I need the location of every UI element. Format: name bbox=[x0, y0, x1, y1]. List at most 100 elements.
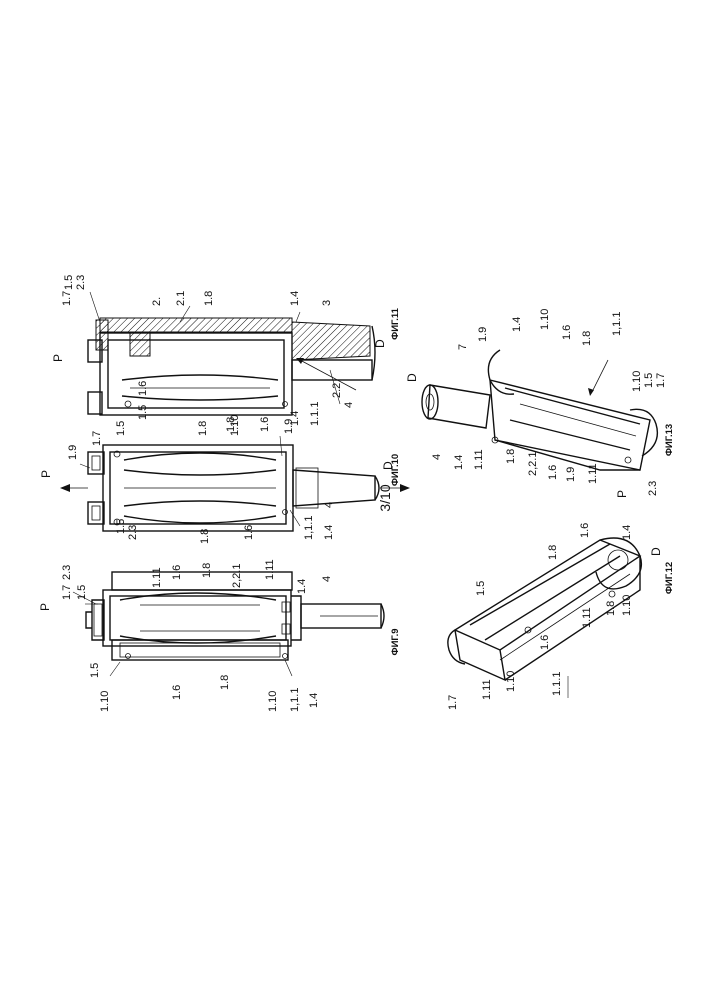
fig10-label-1-1-1: 1,1.1 bbox=[303, 516, 315, 540]
fig9-label-2-2-1: 2,2.1 bbox=[231, 564, 243, 588]
fig13-label-d: D bbox=[405, 373, 419, 382]
fig9-label-4: 4 bbox=[321, 576, 333, 582]
figure-10-drawing bbox=[60, 445, 410, 531]
fig11-label-3: 3 bbox=[321, 300, 333, 306]
fig9-label-1-8-bottom: 1.8 bbox=[219, 675, 231, 690]
fig11-label-1-6: 1.6 bbox=[137, 381, 149, 396]
fig11-label-1-4-bottom: 1.4 bbox=[289, 411, 301, 426]
figure-13-drawing bbox=[422, 350, 657, 470]
fig13-label-1-8-bottom: 1.8 bbox=[505, 449, 517, 464]
fig10-label-1-6-top: 1.6 bbox=[259, 417, 271, 432]
fig9-label-1-8-top: 1.8 bbox=[201, 563, 213, 578]
fig11-label-1-10: 1.10 bbox=[229, 415, 241, 436]
figure-13: ФИГ.13 D 7 1.9 1.4 1.10 1.6 1.8 1,1.1 4 … bbox=[405, 309, 675, 498]
fig10-label-1-9-top: 1.9 bbox=[67, 445, 79, 460]
figure-9-labels: P 2.3 1.7 1.5 1.11 1.6 1.8 2,2.1 1.11 1.… bbox=[38, 559, 333, 712]
fig13-label-2-2-1: 2,2.1 bbox=[527, 452, 539, 476]
fig13-label-1-7: 1.7 bbox=[655, 373, 667, 388]
fig10-label-2-3: 2.3 bbox=[127, 525, 139, 540]
fig9-label-1-10-b: 1.10 bbox=[267, 691, 279, 712]
figure-9-caption: ФИГ.9 bbox=[390, 628, 401, 655]
fig9-label-1-5-bottom: 1.5 bbox=[89, 663, 101, 678]
fig12-label-1-10-b: 1.10 bbox=[621, 595, 633, 616]
fig11-label-2-2: 2.2 bbox=[331, 383, 343, 398]
fig13-label-1-6-top: 1.6 bbox=[561, 325, 573, 340]
fig13-label-p: P bbox=[615, 490, 629, 498]
fig12-label-1-5: 1.5 bbox=[475, 581, 487, 596]
fig13-label-1-10-top: 1.10 bbox=[539, 309, 551, 330]
fig9-label-1-1-1: 1,1.1 bbox=[289, 688, 301, 712]
fig9-label-1-11-b: 1.11 bbox=[264, 559, 276, 580]
fig11-label-2: 2. bbox=[151, 297, 163, 306]
fig12-label-1-8-bottom: 1.8 bbox=[605, 601, 617, 616]
fig13-label-7: 7 bbox=[457, 344, 469, 350]
fig9-label-1-6-bottom: 1.6 bbox=[171, 685, 183, 700]
fig12-label-d: D bbox=[649, 547, 663, 556]
fig12-label-1-1-1: 1.1.1 bbox=[551, 672, 563, 696]
fig13-label-1-5: 1.5 bbox=[643, 373, 655, 388]
fig12-label-1-11-b: 1.11 bbox=[581, 607, 593, 628]
figure-12-labels: 1.7 1.11 1.10 1.1.1 1.5 1.8 1.6 1.4 D 1.… bbox=[447, 523, 663, 710]
fig9-label-p: P bbox=[38, 603, 52, 611]
fig11-label-1-5-bottom: 1.5 bbox=[137, 405, 149, 420]
fig13-label-1-4-top: 1.4 bbox=[511, 317, 523, 332]
fig12-label-1-8-top: 1.8 bbox=[547, 545, 559, 560]
figure-13-caption: ФИГ.13 bbox=[664, 424, 675, 456]
fig9-label-1-4-bottom: 1.4 bbox=[308, 693, 320, 708]
figure-10-labels: P 1.9 1.7 1.5 1.8 1.6 1.9 D 1.5 2.3 1.8 … bbox=[39, 417, 395, 544]
fig11-label-1-1-1: 1.1.1 bbox=[309, 402, 321, 426]
fig13-label-1-10-bottom: 1.10 bbox=[631, 371, 643, 392]
figure-12: ФИГ.12 1.7 1.11 1.10 1.1.1 1.5 1.8 1.6 1… bbox=[447, 523, 675, 710]
fig9-label-1-4-top: 1.4 bbox=[296, 579, 308, 594]
figure-11-drawing bbox=[88, 318, 375, 415]
figure-10-leader-lines bbox=[80, 436, 300, 526]
fig10-label-d: D bbox=[381, 461, 395, 470]
fig13-label-1-9-top: 1.9 bbox=[477, 327, 489, 342]
fig11-label-2-1: 2.1 bbox=[175, 291, 187, 306]
figure-10: ФИГ.10 P 1.9 1.7 1.5 1.8 1.6 1.9 D 1.5 2… bbox=[39, 417, 410, 544]
fig13-label-1-4-bottom: 1.4 bbox=[453, 455, 465, 470]
fig12-label-1-11-a: 1.11 bbox=[481, 679, 493, 700]
fig13-label-1-6-bottom: 1.6 bbox=[547, 465, 559, 480]
fig11-label-1-4-top: 1.4 bbox=[289, 291, 301, 306]
fig10-label-1-6-bottom: 1.6 bbox=[243, 525, 255, 540]
fig10-label-1-8-bottom: 1.8 bbox=[199, 529, 211, 544]
figure-12-caption: ФИГ.12 bbox=[664, 562, 675, 594]
fig13-label-4: 4 bbox=[431, 454, 443, 460]
fig13-label-1-9-bottom: 1.9 bbox=[565, 467, 577, 482]
fig10-label-4: 4 bbox=[323, 502, 335, 508]
fig12-label-1-4: 1.4 bbox=[621, 525, 633, 540]
fig11-label-1-7: 1.7 bbox=[61, 291, 73, 306]
fig11-label-4: 4 bbox=[343, 402, 355, 408]
fig9-label-1-5-top: 1.5 bbox=[76, 585, 88, 600]
fig9-label-2-3: 2.3 bbox=[61, 565, 73, 580]
fig11-label-d: D bbox=[373, 339, 387, 348]
fig10-label-1-7: 1.7 bbox=[91, 431, 103, 446]
fig13-label-1-8-top: 1.8 bbox=[581, 331, 593, 346]
fig12-label-1-6-bottom: 1.6 bbox=[539, 635, 551, 650]
fig9-label-1-7: 1.7 bbox=[61, 585, 73, 600]
fig12-label-1-6-top: 1.6 bbox=[579, 523, 591, 538]
fig11-label-p: P bbox=[51, 354, 65, 362]
fig11-label-2-3: 2.3 bbox=[75, 275, 87, 290]
fig11-label-1-5-top: 1.5 bbox=[63, 275, 75, 290]
fig13-label-1-11-b: 1.11 bbox=[587, 463, 599, 484]
fig12-label-1-10-a: 1.10 bbox=[505, 671, 517, 692]
figure-11-caption: ФИГ.11 bbox=[390, 307, 401, 340]
fig10-label-p: P bbox=[39, 470, 53, 478]
fig10-label-1-4: 1.4 bbox=[323, 525, 335, 540]
fig10-label-1-5-top: 1.5 bbox=[115, 421, 127, 436]
fig13-label-2-3: 2.3 bbox=[647, 481, 659, 496]
fig10-label-1-5-bottom: 1.5 bbox=[115, 519, 127, 534]
fig9-label-1-6-top: 1.6 bbox=[171, 565, 183, 580]
fig11-label-1-8-top: 1.8 bbox=[203, 291, 215, 306]
figure-11: ФИГ.11 P 1.7 1.5 2.3 2. 2.1 1.8 1.4 3 1.… bbox=[51, 275, 401, 436]
figure-9: ФИГ.9 P 2.3 1.7 1.5 1.11 1.6 1.8 2,2.1 1… bbox=[38, 559, 401, 712]
fig13-label-1-1-1: 1,1.1 bbox=[611, 312, 623, 336]
fig9-label-1-10-a: 1.10 bbox=[99, 691, 111, 712]
fig12-label-1-7: 1.7 bbox=[447, 695, 459, 710]
fig9-label-1-11-a: 1.11 bbox=[151, 567, 163, 588]
fig11-label-1-8-bottom: 1.8 bbox=[197, 421, 209, 436]
fig13-label-1-11-a: 1.11 bbox=[473, 449, 485, 470]
